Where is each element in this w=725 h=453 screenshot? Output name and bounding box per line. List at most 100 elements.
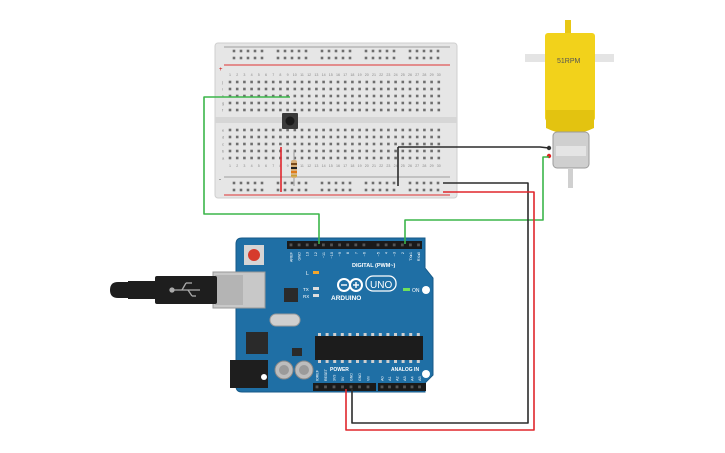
breadboard-rail-hole[interactable] [436, 181, 440, 185]
breadboard-hole[interactable] [437, 156, 441, 160]
breadboard-hole[interactable] [322, 135, 325, 139]
breadboard-hole[interactable] [430, 142, 433, 146]
breadboard-hole[interactable] [394, 108, 397, 112]
breadboard-hole[interactable] [415, 135, 419, 139]
wire-green-pin2-to-motor[interactable] [404, 156, 549, 244]
breadboard-hole[interactable] [228, 80, 232, 84]
breadboard-hole[interactable] [430, 128, 433, 132]
breadboard-hole[interactable] [300, 101, 304, 105]
breadboard-rail-hole[interactable] [348, 56, 352, 60]
breadboard-hole[interactable] [329, 101, 333, 105]
breadboard-hole[interactable] [300, 142, 304, 146]
breadboard-hole[interactable] [430, 108, 433, 112]
breadboard-hole[interactable] [430, 149, 433, 153]
breadboard-hole[interactable] [300, 80, 304, 84]
breadboard-hole[interactable] [279, 87, 282, 91]
breadboard-rail-hole[interactable] [392, 181, 396, 185]
breadboard-hole[interactable] [228, 101, 232, 105]
breadboard-rail-hole[interactable] [297, 49, 301, 53]
breadboard-hole[interactable] [394, 87, 397, 91]
breadboard-hole[interactable] [423, 156, 426, 160]
header-pin[interactable] [410, 385, 414, 389]
breadboard-hole[interactable] [329, 156, 333, 160]
breadboard-hole[interactable] [300, 135, 304, 139]
breadboard-rail-hole[interactable] [378, 49, 382, 53]
breadboard-rail-hole[interactable] [334, 188, 338, 192]
header-pin[interactable] [338, 243, 341, 247]
breadboard-hole[interactable] [264, 87, 268, 91]
breadboard-hole[interactable] [286, 156, 289, 160]
breadboard-hole[interactable] [279, 108, 282, 112]
breadboard-hole[interactable] [358, 94, 361, 98]
dc-motor[interactable]: 51RPM [525, 20, 614, 188]
breadboard-rail-hole[interactable] [429, 56, 433, 60]
breadboard-hole[interactable] [271, 87, 275, 91]
header-pin[interactable] [324, 385, 327, 389]
breadboard-hole[interactable] [315, 87, 318, 91]
breadboard-rail-hole[interactable] [364, 49, 368, 53]
breadboard-hole[interactable] [322, 149, 325, 153]
breadboard-hole[interactable] [394, 101, 397, 105]
breadboard-hole[interactable] [293, 135, 297, 139]
breadboard-hole[interactable] [423, 142, 426, 146]
breadboard-hole[interactable] [257, 87, 261, 91]
breadboard-hole[interactable] [401, 142, 405, 146]
breadboard-hole[interactable] [401, 128, 405, 132]
breadboard-hole[interactable] [408, 149, 412, 153]
breadboard-hole[interactable] [271, 94, 275, 98]
breadboard-rail-hole[interactable] [260, 181, 264, 185]
breadboard-hole[interactable] [307, 149, 311, 153]
breadboard-rail-hole[interactable] [415, 56, 419, 60]
breadboard-hole[interactable] [394, 135, 397, 139]
breadboard-hole[interactable] [307, 101, 311, 105]
breadboard-hole[interactable] [293, 101, 297, 105]
breadboard-hole[interactable] [235, 156, 239, 160]
breadboard-hole[interactable] [401, 94, 405, 98]
breadboard-hole[interactable] [293, 108, 297, 112]
breadboard-hole[interactable] [430, 101, 433, 105]
breadboard-hole[interactable] [336, 108, 340, 112]
breadboard-hole[interactable] [257, 94, 261, 98]
breadboard-rail-hole[interactable] [239, 49, 243, 53]
breadboard-hole[interactable] [257, 149, 261, 153]
header-pin[interactable] [358, 385, 361, 389]
breadboard-hole[interactable] [271, 108, 275, 112]
breadboard-hole[interactable] [408, 135, 412, 139]
breadboard-hole[interactable] [315, 101, 318, 105]
breadboard-hole[interactable] [401, 156, 405, 160]
breadboard-hole[interactable] [423, 87, 426, 91]
breadboard-hole[interactable] [437, 108, 441, 112]
breadboard-rail-hole[interactable] [320, 188, 324, 192]
breadboard-hole[interactable] [264, 80, 268, 84]
breadboard-hole[interactable] [387, 149, 390, 153]
breadboard-rail-hole[interactable] [246, 56, 250, 60]
breadboard-hole[interactable] [286, 94, 289, 98]
breadboard-hole[interactable] [379, 101, 383, 105]
breadboard-rail-hole[interactable] [246, 181, 250, 185]
breadboard-hole[interactable] [257, 108, 261, 112]
breadboard-hole[interactable] [286, 108, 289, 112]
header-pin[interactable] [330, 243, 333, 247]
breadboard-hole[interactable] [250, 101, 253, 105]
breadboard-hole[interactable] [329, 87, 333, 91]
breadboard-hole[interactable] [264, 94, 268, 98]
breadboard-hole[interactable] [243, 135, 246, 139]
breadboard-rail-hole[interactable] [408, 56, 412, 60]
breadboard-hole[interactable] [300, 87, 304, 91]
breadboard-rail-hole[interactable] [429, 49, 433, 53]
breadboard-hole[interactable] [358, 149, 361, 153]
breadboard-hole[interactable] [286, 149, 289, 153]
breadboard-hole[interactable] [322, 87, 325, 91]
breadboard-hole[interactable] [250, 156, 253, 160]
breadboard-rail-hole[interactable] [415, 181, 419, 185]
breadboard-hole[interactable] [372, 156, 376, 160]
breadboard-hole[interactable] [365, 108, 369, 112]
breadboard-rail-hole[interactable] [371, 49, 375, 53]
header-pin[interactable] [354, 243, 358, 247]
breadboard-hole[interactable] [343, 128, 347, 132]
breadboard-hole[interactable] [365, 87, 369, 91]
breadboard-hole[interactable] [243, 108, 246, 112]
breadboard-rail-hole[interactable] [385, 181, 389, 185]
breadboard-hole[interactable] [315, 128, 318, 132]
header-pin[interactable] [395, 385, 399, 389]
